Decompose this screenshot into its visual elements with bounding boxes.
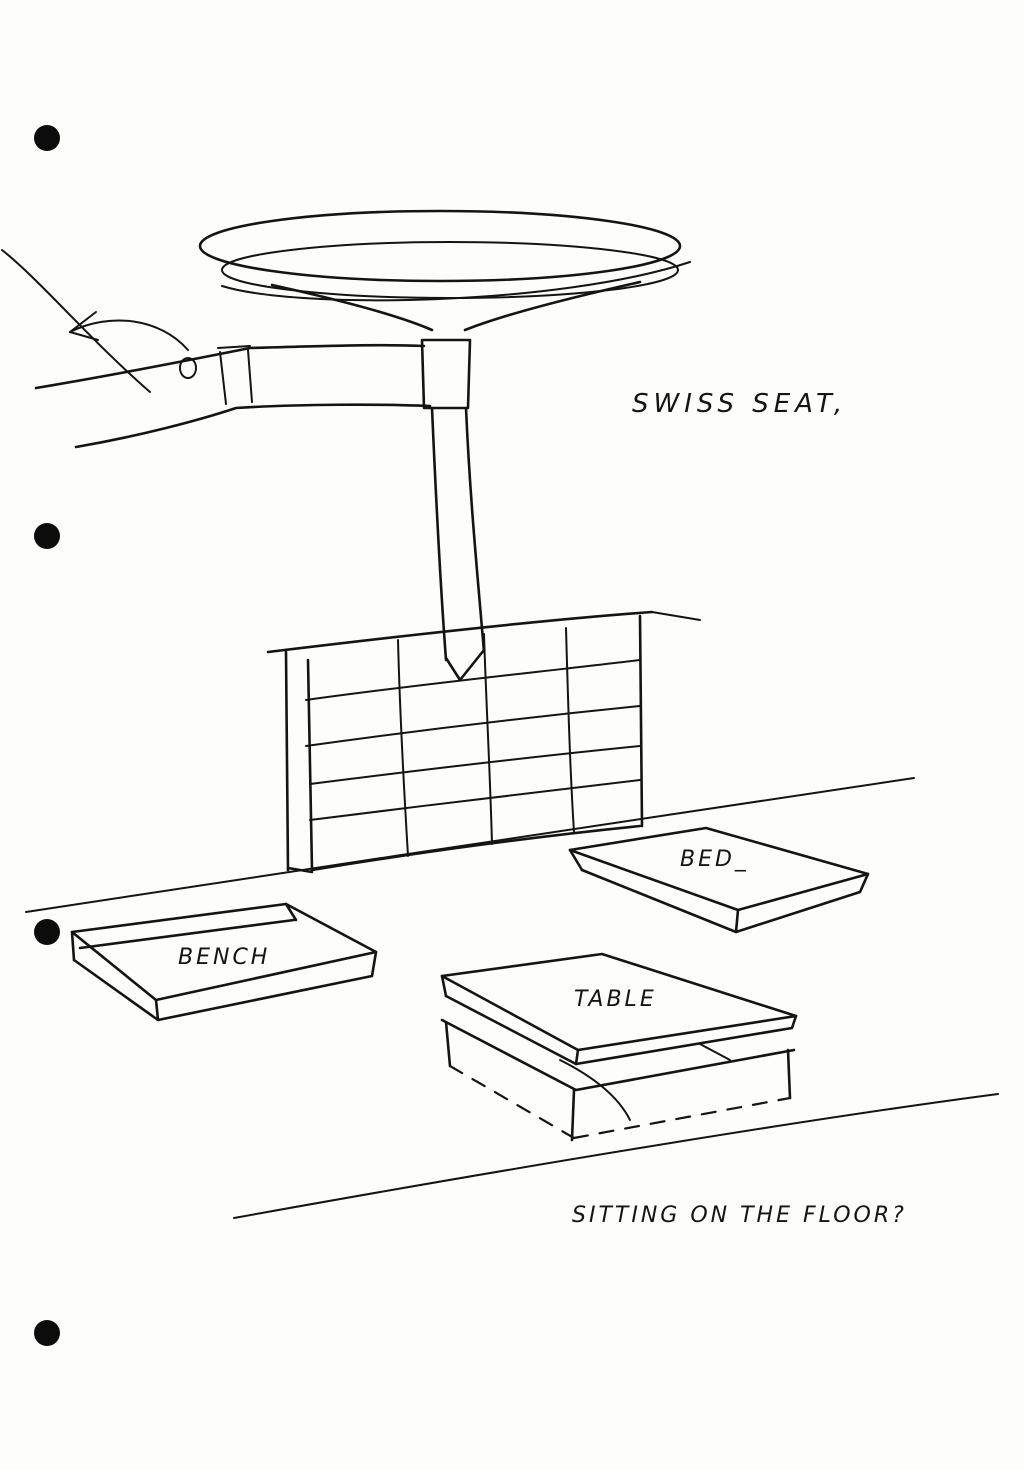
label-swiss-seat: SWISS SEAT, (632, 389, 847, 419)
wall-panel-drawing (268, 612, 700, 872)
punch-hole (34, 1320, 60, 1346)
punch-hole (34, 919, 60, 945)
label-bed: BED_ (680, 847, 749, 872)
floor-line-back (26, 778, 914, 912)
label-sitting-on-the-floor: SITTING ON THE FLOOR? (572, 1203, 907, 1228)
label-table: TABLE (574, 987, 657, 1012)
label-bench: BENCH (178, 945, 270, 970)
punch-hole (34, 125, 60, 151)
punch-hole (34, 523, 60, 549)
bed-drawing (570, 828, 868, 932)
floor-line-front (234, 1094, 998, 1218)
swiss-seat-drawing (2, 211, 690, 680)
table-drawing (442, 954, 796, 1140)
